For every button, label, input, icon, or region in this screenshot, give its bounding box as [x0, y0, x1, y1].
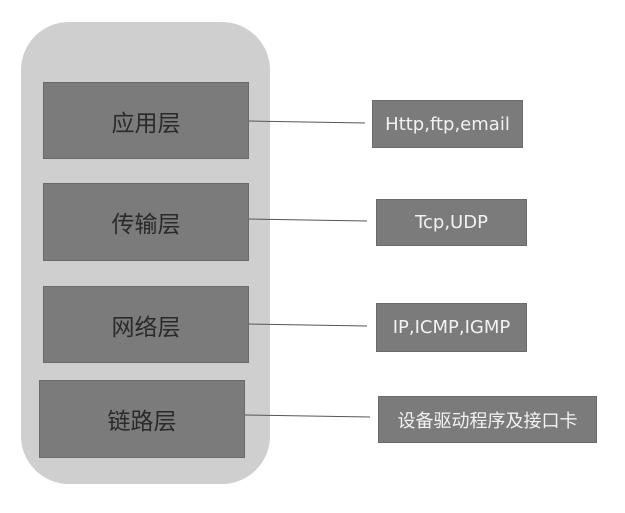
layer-box-link: 链路层: [39, 380, 245, 458]
layer-label-application: 应用层: [111, 110, 181, 137]
layer-label-transport: 传输层: [111, 212, 181, 238]
layer-box-network: 网络层: [43, 286, 249, 363]
protocol-box-application: Http,ftp,email: [372, 100, 523, 148]
protocol-box-network: IP,ICMP,IGMP: [376, 303, 527, 352]
protocol-label-network: IP,ICMP,IGMP: [392, 317, 511, 338]
layer-box-transport: 传输层: [43, 183, 249, 261]
protocol-box-transport: Tcp,UDP: [376, 199, 527, 246]
layer-label-network: 网络层: [111, 314, 181, 341]
protocol-label-application: Http,ftp,email: [385, 113, 510, 135]
layer-label-link: 链路层: [107, 409, 177, 435]
layer-box-application: 应用层: [43, 82, 249, 159]
protocol-label-link: 设备驱动程序及接口卡: [397, 410, 578, 432]
protocol-label-transport: Tcp,UDP: [415, 212, 488, 233]
protocol-box-link: 设备驱动程序及接口卡: [378, 396, 597, 443]
